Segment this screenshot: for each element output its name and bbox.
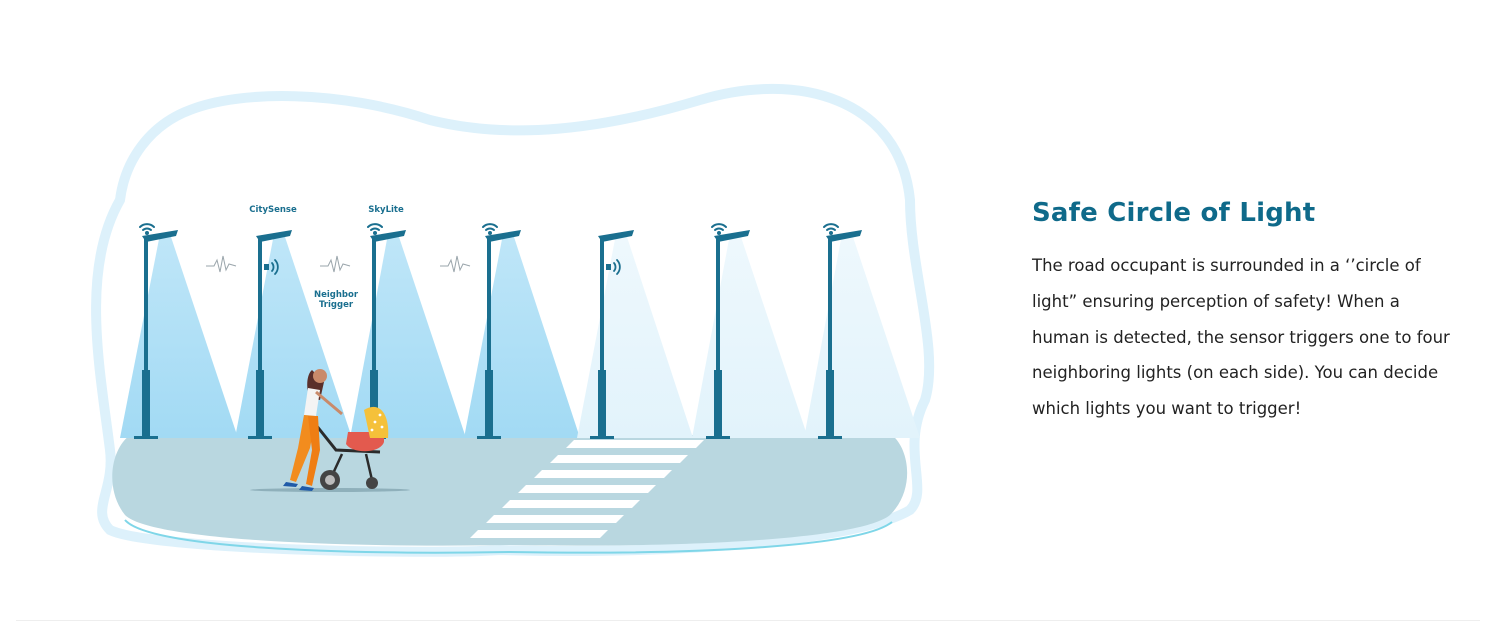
- sensor-signal-icon: [264, 259, 279, 275]
- safe-circle-illustration: CitySense SkyLite Neighbor Trigger: [91, 83, 935, 557]
- page-title: Safe Circle of Light: [1032, 198, 1316, 228]
- wifi-icon: [711, 223, 727, 235]
- sensor-signal-icon: [606, 259, 621, 275]
- streetlamp-7: [818, 230, 862, 439]
- pulse-waves: [206, 255, 471, 273]
- streetlamp-5: [590, 230, 634, 439]
- content-block: Safe Circle of Light The road occupant i…: [1032, 196, 1452, 427]
- streetlamp-2: [248, 230, 292, 439]
- pulse-wave-icon: [440, 255, 471, 273]
- streetlamps: [134, 230, 862, 439]
- neighbor-trigger-label-line1: Neighbor: [314, 290, 359, 300]
- road: [112, 435, 908, 546]
- pulse-wave-icon: [320, 255, 351, 273]
- wifi-icons: [139, 223, 839, 235]
- wifi-icon: [482, 223, 498, 235]
- skylite-label: SkyLite: [368, 205, 404, 215]
- beam-3: [350, 234, 466, 438]
- woman-with-stroller-icon: [250, 369, 410, 492]
- citysense-label: CitySense: [249, 205, 297, 215]
- streetlamp-1: [134, 230, 178, 439]
- wifi-icon: [823, 223, 839, 235]
- streetlamp-4: [477, 230, 521, 439]
- neighbor-trigger-label-line2: Trigger: [319, 300, 354, 310]
- description-paragraph: The road occupant is surrounded in a ‘’c…: [1032, 256, 1450, 419]
- bottom-divider: [16, 620, 1480, 621]
- illustration: CitySense SkyLite Neighbor Trigger: [80, 70, 940, 560]
- wifi-icon: [367, 223, 383, 235]
- crosswalk: [470, 440, 704, 538]
- streetlamp-6: [706, 230, 750, 439]
- road-edge: [124, 519, 893, 554]
- wifi-icon: [139, 223, 155, 235]
- pulse-wave-icon: [206, 255, 237, 273]
- sensor-signal-icons: [264, 259, 621, 275]
